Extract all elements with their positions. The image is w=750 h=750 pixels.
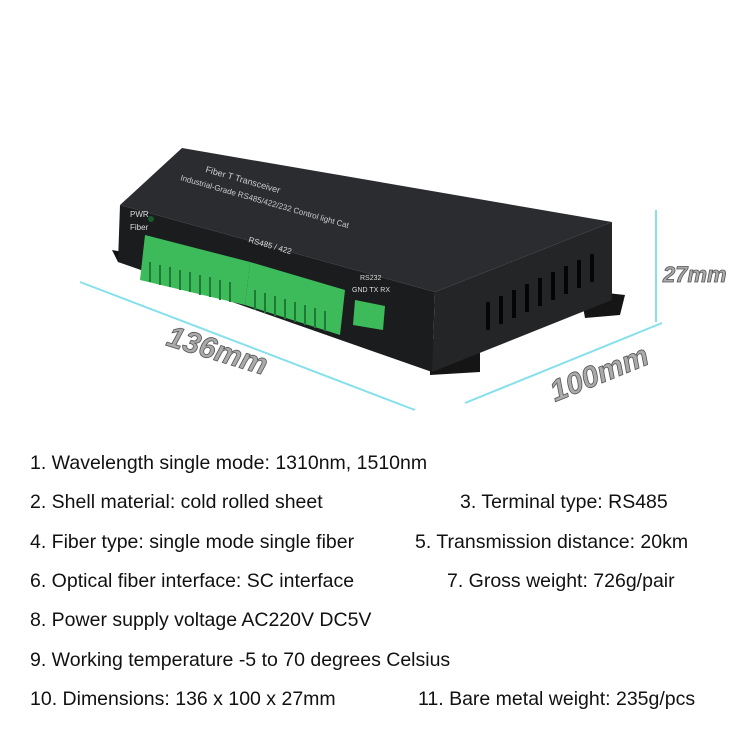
spec-fiber-type: 4. Fiber type: single mode single fiber xyxy=(30,531,355,553)
rs485-terminal-block-2 xyxy=(245,262,345,335)
spec-terminal-type: 3. Terminal type: RS485 xyxy=(460,491,668,513)
spec-fiber-interface: 6. Optical fiber interface: SC interface xyxy=(30,570,355,592)
spec-dimensions: 10. Dimensions: 136 x 100 x 27mm xyxy=(30,688,336,710)
spec-shell-material: 2. Shell material: cold rolled sheet xyxy=(30,491,323,513)
product-illustration: Fiber T Transceiver Industrial-Grade RS4… xyxy=(79,148,727,411)
vent-slots xyxy=(486,254,594,330)
rs232-terminal-block xyxy=(353,300,385,330)
width-label: 100mm xyxy=(545,339,653,408)
rs232-label: RS232 xyxy=(360,275,382,282)
length-label: 136mm xyxy=(163,320,272,382)
pwr-label: PWR xyxy=(130,210,149,219)
width-dimension-line xyxy=(464,322,663,404)
spec-bare-metal-weight: 11. Bare metal weight: 235g/pcs xyxy=(418,688,696,710)
height-label: 27mm xyxy=(662,262,727,287)
device-top-face xyxy=(120,148,612,292)
spec-power-supply: 8. Power supply voltage AC220V DC5V xyxy=(30,609,372,631)
rs232-pins: GND TX RX xyxy=(352,287,390,294)
spec-working-temperature: 9. Working temperature -5 to 70 degrees … xyxy=(30,649,451,671)
spec-gross-weight: 7. Gross weight: 726g/pair xyxy=(447,570,675,592)
rs485-terminal-block-1 xyxy=(140,235,250,305)
device-side-face xyxy=(432,222,612,372)
fiber-label: Fiber xyxy=(130,223,149,232)
spec-wavelength: 1. Wavelength single mode: 1310nm, 1510n… xyxy=(30,452,428,474)
length-dimension-line xyxy=(79,281,416,411)
terminal-pins xyxy=(149,262,326,331)
spec-transmission-distance: 5. Transmission distance: 20km xyxy=(415,531,689,553)
pwr-led-icon xyxy=(148,216,154,222)
